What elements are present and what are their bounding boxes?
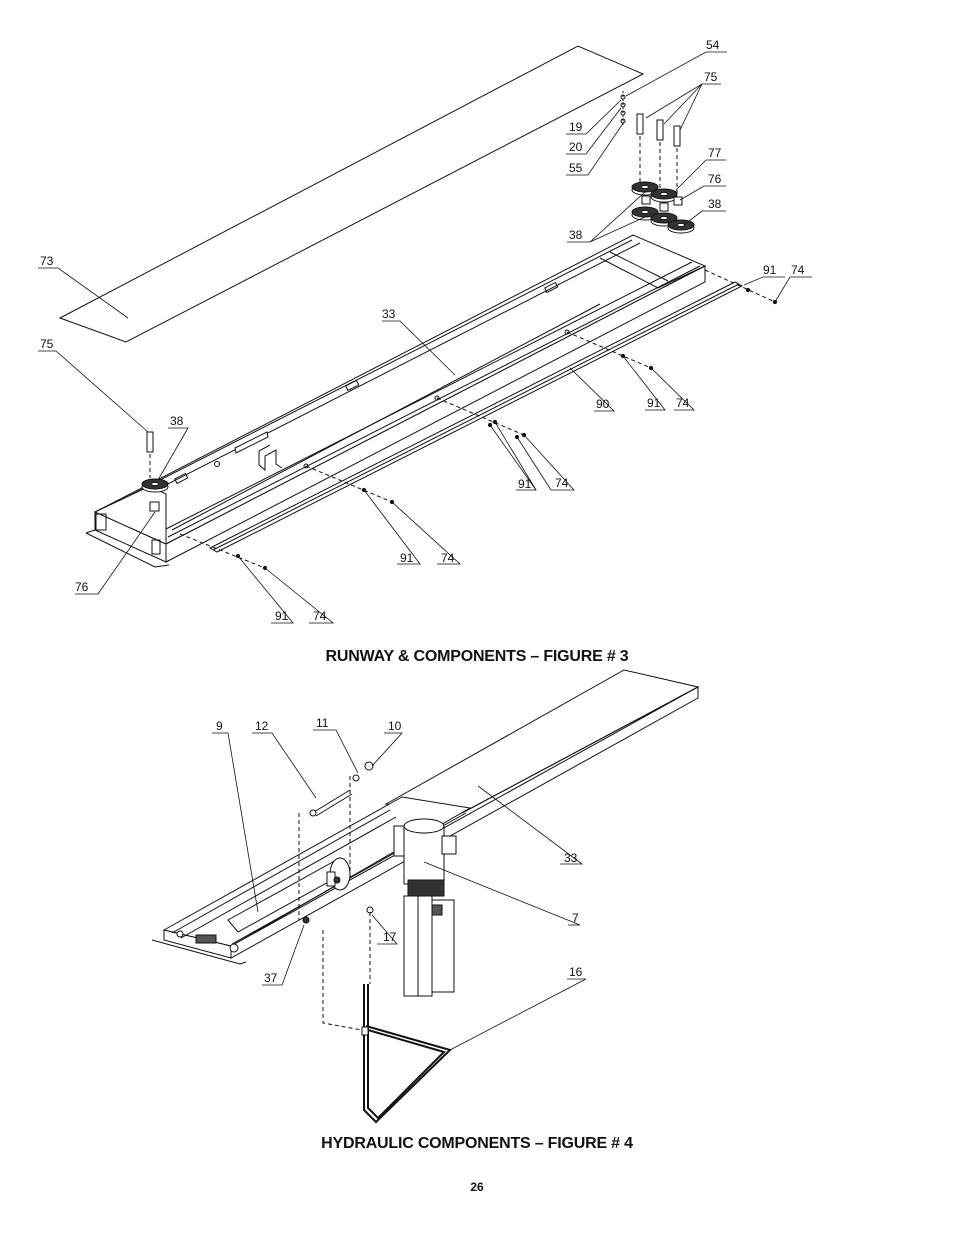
callout-74: 74	[313, 609, 327, 623]
callout-90: 90	[596, 397, 610, 411]
callout-33: 33	[382, 307, 396, 321]
callout-54: 54	[706, 38, 720, 52]
callout-19: 19	[569, 120, 583, 134]
fastener-exploded-lines	[179, 269, 776, 569]
callout-73: 73	[40, 254, 54, 268]
callout-75: 75	[704, 70, 718, 84]
callout-91: 91	[400, 551, 414, 565]
callout-76: 76	[75, 580, 89, 594]
callout-91: 91	[275, 609, 289, 623]
runway-cover-plate-73	[58, 45, 645, 343]
callout-33: 33	[564, 851, 578, 865]
callouts-fig3: 54 75 19 20 55 77 76 38 38 91 74 73 75 3…	[40, 38, 805, 623]
callout-12: 12	[255, 719, 269, 733]
figure-4-caption: HYDRAULIC COMPONENTS – FIGURE # 4	[321, 1135, 633, 1152]
callout-16: 16	[569, 965, 583, 979]
runway-cover-plate-33	[384, 669, 700, 814]
callout-11: 11	[316, 716, 329, 730]
callout-74: 74	[791, 263, 805, 277]
callout-55: 55	[569, 161, 583, 175]
hardware-19-20-54-55	[620, 91, 626, 126]
callout-77: 77	[708, 146, 722, 160]
figure-3-caption: RUNWAY & COMPONENTS – FIGURE # 3	[325, 648, 629, 665]
power-unit-7	[393, 818, 457, 997]
sheaves-38	[141, 181, 695, 493]
callout-38: 38	[170, 414, 184, 428]
callout-74: 74	[441, 551, 455, 565]
callout-91: 91	[647, 396, 661, 410]
pins-75	[146, 113, 681, 478]
callout-74: 74	[676, 396, 690, 410]
callouts-fig4: 9 12 11 10 33 7 17 16 37	[216, 716, 583, 985]
callout-10: 10	[388, 719, 402, 733]
callout-76: 76	[708, 172, 722, 186]
leader-lines-fig3	[38, 51, 812, 624]
callout-20: 20	[569, 140, 583, 154]
callout-37: 37	[264, 971, 278, 985]
callout-91: 91	[763, 263, 777, 277]
exploded-lines-fig4	[298, 776, 371, 1031]
spacers-76	[149, 195, 683, 512]
callout-38: 38	[569, 228, 583, 242]
callout-17: 17	[383, 930, 397, 944]
fittings	[302, 761, 374, 924]
page-number: 26	[470, 1180, 484, 1194]
callout-9: 9	[216, 719, 223, 733]
callout-75: 75	[40, 337, 54, 351]
callout-74: 74	[555, 476, 569, 490]
leader-lines-fig4	[212, 729, 587, 1051]
callout-38: 38	[708, 197, 722, 211]
callout-7: 7	[572, 911, 579, 925]
callout-91: 91	[518, 477, 532, 491]
hydraulic-cylinder-9	[227, 857, 351, 933]
hose-assembly-16	[361, 984, 452, 1124]
